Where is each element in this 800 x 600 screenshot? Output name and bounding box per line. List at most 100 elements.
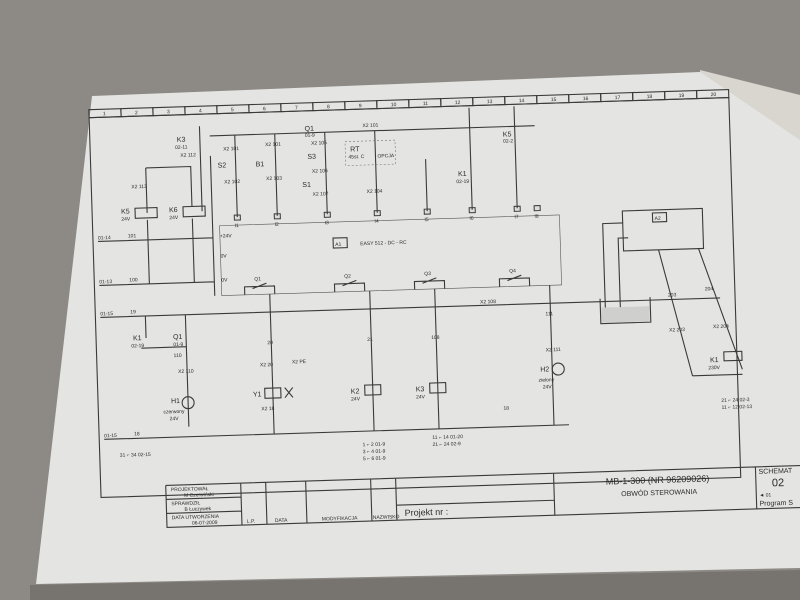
supply-plus: +24V <box>220 233 233 239</box>
title-block: PROJEKTOWAŁ M Czerwiński SPRAWDZIŁ B Łuc… <box>165 464 800 528</box>
component-label: H2 <box>540 366 549 373</box>
supply-0v: 0V <box>220 253 227 259</box>
column-number: 7 <box>295 105 298 111</box>
designer-label: PROJEKTOWAŁ <box>171 486 209 493</box>
wire-label: 21 <box>367 337 373 343</box>
relay-coil-k5 <box>134 207 158 219</box>
wire-label: 20 <box>267 340 273 346</box>
cross-ref: 3 ⌐ 4 01-9 <box>363 449 386 456</box>
tank-liquid <box>601 306 650 323</box>
component-label: S2 <box>218 162 227 169</box>
component-ref: 02-19 <box>131 343 144 349</box>
column-number: 20 <box>711 92 717 98</box>
column-modification: MODYFIKACJA <box>322 515 358 522</box>
ref-label: 01-13 <box>99 279 112 285</box>
output-label: Q4 <box>509 268 516 274</box>
terminal-label: X2 112 <box>180 152 196 158</box>
component-voltage: 230V <box>708 365 721 371</box>
column-number: 1 <box>103 111 106 117</box>
designer-name: M Czerwiński <box>184 492 214 499</box>
wire-label: 111 <box>545 311 553 317</box>
terminal-label: X2 101 <box>223 146 239 153</box>
level-relay-wiring <box>602 222 743 377</box>
column-number: 4 <box>199 108 202 114</box>
date-label: DATA UTWORZENIA <box>172 514 220 522</box>
schema-number: 02 <box>772 477 785 489</box>
lamp-icon <box>551 362 565 376</box>
component-label: Q1 <box>304 126 314 133</box>
column-number: 17 <box>615 95 621 101</box>
input-label: I7 <box>514 214 519 220</box>
component-desc: 45st. C <box>348 154 364 161</box>
column-number: 12 <box>455 100 461 106</box>
terminal-label: X2 111 <box>546 347 562 353</box>
level-relay-box <box>621 207 705 252</box>
output-label: Q1 <box>254 276 261 282</box>
valve-icon <box>284 387 294 398</box>
terminal-label: X2 107 <box>313 191 329 198</box>
column-number: 6 <box>263 106 266 112</box>
option-box <box>344 139 397 166</box>
component-label: K2 <box>351 388 360 395</box>
project-number-label: Projekt nr : <box>405 507 449 518</box>
terminal-label: X2 108 <box>480 299 496 306</box>
relay-coil-k3 <box>429 382 447 394</box>
input-label: I1 <box>235 223 240 229</box>
column-number: 13 <box>487 99 493 105</box>
drawing-subtitle: OBWÓD STEROWANIA <box>621 487 698 498</box>
column-number: 5 <box>231 107 234 113</box>
wire-label: 19 <box>130 309 136 315</box>
terminal-label: X2 203 <box>669 327 685 334</box>
terminal-label: X2 103 <box>266 176 282 183</box>
controller-id: A1 <box>335 242 342 248</box>
wire-label: 101 <box>128 233 137 239</box>
cross-ref: 21 ⌐ 24 02-3 <box>721 397 750 404</box>
component-voltage: 24V <box>351 396 361 402</box>
drawing-title: MB-1-300 (NR 96209026) <box>606 473 710 486</box>
terminal-label: X2 PE <box>292 359 307 365</box>
controller-tag <box>332 237 348 249</box>
output-wiring <box>141 285 555 435</box>
column-lp: L.P. <box>247 519 255 525</box>
column-number: 19 <box>679 93 685 99</box>
component-label: K5 <box>503 131 512 138</box>
ref-label: 01-14 <box>98 235 111 241</box>
relay-wiring <box>145 126 203 284</box>
checker-label: SPRAWDZIŁ <box>171 500 200 507</box>
tank-icon <box>599 297 652 325</box>
controller-model: EASY 512 - DC - RC <box>360 240 407 247</box>
lamp-color: czerwony <box>163 409 185 416</box>
component-voltage: 24V <box>170 416 180 422</box>
component-label: K5 <box>121 208 130 215</box>
component-label: K3 <box>177 137 186 144</box>
output-contact <box>498 274 531 287</box>
wire-label: 18 <box>503 406 509 412</box>
terminal-label: X2 102 <box>224 179 240 186</box>
valve-coil <box>264 387 282 399</box>
cross-ref: 5 ⌐ 6 01-9 <box>363 456 386 463</box>
component-voltage: 24V <box>169 215 179 221</box>
lamp-color: zielony <box>539 377 555 384</box>
column-number: 16 <box>583 96 589 102</box>
component-label: H1 <box>171 398 180 405</box>
component-label: B1 <box>256 161 265 168</box>
terminal-label: X2 106 <box>312 168 328 175</box>
column-date: DATA <box>275 518 288 524</box>
lamp-icon <box>181 396 195 410</box>
component-voltage: 24V <box>543 384 553 390</box>
input-label: I8 <box>534 214 539 220</box>
previous-sheet-link[interactable]: ◄ 01 <box>759 492 771 498</box>
component-label: K1 <box>458 171 467 178</box>
level-relay-id: A2 <box>654 216 661 222</box>
component-label: Y1 <box>253 391 262 398</box>
relay-coil-k1 <box>723 350 743 362</box>
component-ref: 02-2 <box>503 138 513 144</box>
cross-ref: 21 ⌐ 24 02-9 <box>432 441 461 448</box>
checker-name: B Łuczywek <box>184 506 211 513</box>
component-ref: 01-9 <box>305 133 315 139</box>
ref-label: 01-15 <box>104 433 117 439</box>
terminal-label: X2 20 <box>260 362 273 368</box>
